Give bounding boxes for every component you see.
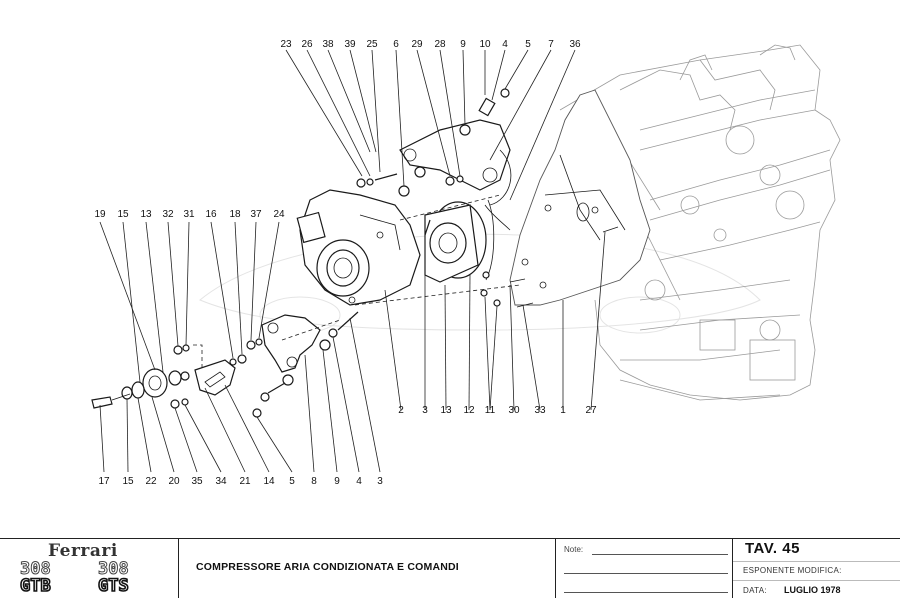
plate-info-cell: TAV. 45 ESPONENTE MODIFICA: DATA: LUGLIO… [733, 539, 900, 598]
model-number-gts: 308 [98, 559, 130, 579]
plate-number: TAV. 45 [745, 540, 800, 557]
part-callout-11: 11 [485, 405, 496, 416]
model-variant-gts: GTS [97, 576, 129, 596]
date-label: DATA: [743, 586, 767, 595]
part-callout-10: 10 [479, 39, 491, 50]
callouts-left-row: 19 15 13 32 31 16 18 37 24 [94, 209, 285, 220]
part-callout-35: 35 [191, 476, 203, 487]
part-callout-23: 23 [280, 39, 292, 50]
part-callout-27: 27 [585, 405, 597, 416]
part-callout-18: 18 [229, 209, 241, 220]
notes-label: Note: [564, 545, 584, 554]
part-callout-17: 17 [98, 476, 110, 487]
part-callout-16: 16 [205, 209, 217, 220]
part-callout-37: 37 [250, 209, 262, 220]
part-callout-5: 5 [289, 476, 295, 487]
document-title: COMPRESSORE ARIA CONDIZIONATA E COMANDI [196, 561, 459, 573]
revision-label: ESPONENTE MODIFICA: [743, 566, 842, 575]
date-value: LUGLIO 1978 [784, 585, 841, 595]
part-callout-13: 13 [440, 405, 452, 416]
compressor-clutch-pulley [424, 199, 495, 283]
brand-logo-cell: Ferrari 308 GTB 308 GTS [0, 539, 179, 598]
title-cell: COMPRESSORE ARIA CONDIZIONATA E COMANDI [179, 539, 556, 598]
part-callout-31: 31 [183, 209, 195, 220]
model-variant-gtb: GTB [19, 576, 51, 596]
callouts-top-row: 23 26 38 39 25 6 29 28 9 10 4 5 7 36 [280, 39, 581, 50]
part-callout-22: 22 [145, 476, 157, 487]
part-callout-5: 5 [525, 39, 531, 50]
part-callout-9: 9 [460, 39, 466, 50]
part-callout-2: 2 [398, 405, 404, 416]
part-callout-3: 3 [422, 405, 428, 416]
part-callout-29: 29 [411, 39, 423, 50]
part-callout-28: 28 [434, 39, 446, 50]
part-callout-20: 20 [168, 476, 180, 487]
part-callout-36: 36 [569, 39, 581, 50]
air-conditioning-compressor [296, 189, 421, 306]
tensioner-arm [194, 359, 236, 396]
part-callout-8: 8 [311, 476, 317, 487]
belt-tensioner-pulley [91, 368, 190, 409]
notes-line-3 [564, 592, 728, 593]
notes-cell: Note: [556, 539, 733, 598]
upper-mounting-bracket [399, 119, 512, 206]
part-callout-26: 26 [301, 39, 313, 50]
part-callout-13: 13 [140, 209, 152, 220]
part-callout-4: 4 [502, 39, 508, 50]
part-callout-3: 3 [377, 476, 383, 487]
timing-belt-cover [509, 89, 651, 308]
part-callout-12: 12 [463, 405, 475, 416]
alignment-lines [193, 194, 521, 368]
part-callout-14: 14 [263, 476, 275, 487]
title-block: Ferrari 308 GTB 308 GTS COMPRESSORE ARIA… [0, 538, 900, 598]
leader-lines [99, 49, 606, 473]
notes-line-1 [592, 554, 728, 555]
part-callout-25: 25 [366, 39, 378, 50]
callouts-bottom-right-row: 2 3 13 12 11 30 33 1 27 [398, 405, 597, 416]
part-callout-19: 19 [94, 209, 106, 220]
part-callout-30: 30 [508, 405, 520, 416]
callouts-bottom-left-row: 17 15 22 20 35 34 21 14 5 8 9 4 3 [98, 476, 383, 487]
part-callout-6: 6 [393, 39, 399, 50]
part-callout-33: 33 [534, 405, 546, 416]
part-callout-32: 32 [162, 209, 174, 220]
revision-row: ESPONENTE MODIFICA: [733, 561, 900, 580]
part-callout-15: 15 [117, 209, 129, 220]
part-callout-24: 24 [273, 209, 285, 220]
part-callout-9: 9 [334, 476, 340, 487]
date-row: DATA: LUGLIO 1978 [733, 580, 900, 599]
engine-block [559, 44, 841, 401]
part-callout-38: 38 [322, 39, 334, 50]
part-callout-1: 1 [560, 405, 566, 416]
part-callout-21: 21 [239, 476, 251, 487]
part-callout-7: 7 [548, 39, 554, 50]
part-callout-39: 39 [344, 39, 356, 50]
part-callout-15: 15 [122, 476, 134, 487]
lower-mounting-bracket [261, 314, 321, 373]
brand-logo: Ferrari [48, 541, 118, 561]
part-callout-4: 4 [356, 476, 362, 487]
notes-line-2 [564, 573, 728, 574]
model-number-gtb: 308 [20, 559, 52, 579]
part-callout-34: 34 [215, 476, 227, 487]
